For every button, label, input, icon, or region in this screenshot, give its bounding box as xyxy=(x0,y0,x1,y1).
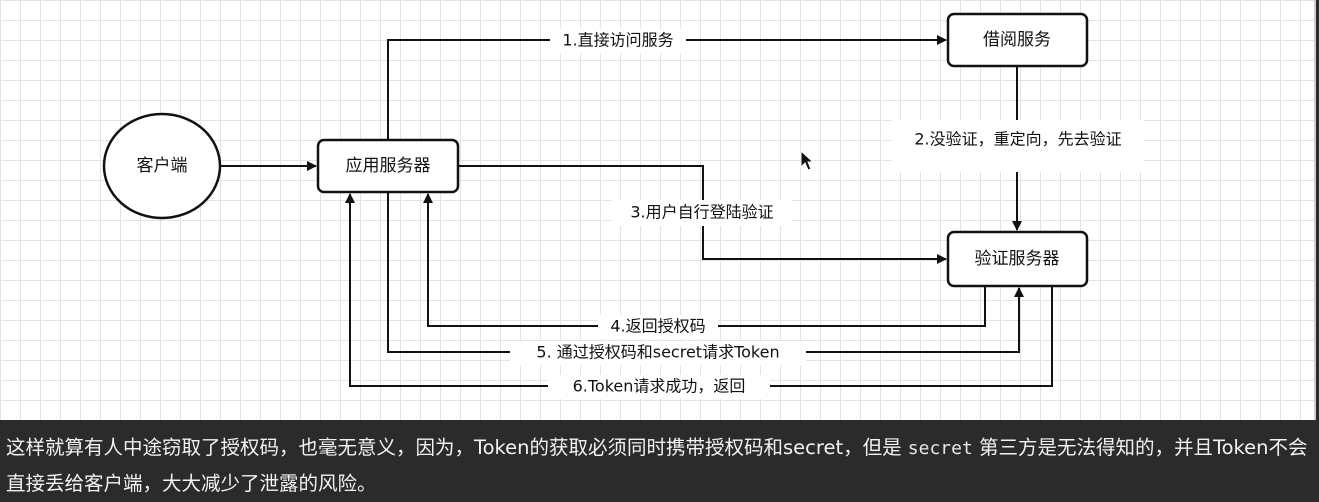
auth-server-label: 验证服务器 xyxy=(975,249,1060,269)
edge-3-label: 3.用户自行登陆验证 xyxy=(630,203,773,222)
edge-2-label: 2.没验证，重定向，先去验证 xyxy=(914,130,1121,149)
caption-text: 这样就算有人中途窃取了授权码，也毫无意义，因为，Token的获取必须同时携带授权… xyxy=(0,424,1319,502)
borrow-service-node: 借阅服务 xyxy=(946,12,1089,68)
edge-6-label-bg xyxy=(548,375,770,399)
app-server-label: 应用服务器 xyxy=(346,156,431,176)
edge-5-label-bg xyxy=(510,341,806,365)
edge-1-label-bg xyxy=(550,29,686,53)
edge-4-label-bg xyxy=(598,315,718,339)
edge-3-label-bg xyxy=(612,200,792,226)
edge-4-label: 4.返回授权码 xyxy=(610,317,705,336)
caption-code-secret: secret xyxy=(907,438,973,459)
caption-part-2: 第三方是无法得知的，并且Token不会直接丢给客户端，大大减少了泄露的风险。 xyxy=(6,436,1308,495)
edge-1-label: 1.直接访问服务 xyxy=(562,31,673,50)
edge-5-label: 5. 通过授权码和secret请求Token xyxy=(536,343,779,362)
client-label: 客户端 xyxy=(137,156,188,176)
diagram-canvas: 客户端 应用服务器 借阅服务 验证服务器 1.直接访问服务 2.没验证，重定向，… xyxy=(0,0,1316,420)
caption-part-1: 这样就算有人中途窃取了授权码，也毫无意义，因为，Token的获取必须同时携带授权… xyxy=(6,436,908,459)
edge-6-label: 6.Token请求成功，返回 xyxy=(573,377,746,396)
auth-server-node: 验证服务器 xyxy=(946,230,1089,288)
flow-diagram: 客户端 应用服务器 借阅服务 验证服务器 1.直接访问服务 2.没验证，重定向，… xyxy=(102,12,1144,399)
client-node: 客户端 xyxy=(102,112,222,220)
borrow-service-label: 借阅服务 xyxy=(983,30,1051,50)
edge-1-line xyxy=(387,35,947,140)
mouse-cursor-icon xyxy=(800,150,814,171)
app-server-node: 应用服务器 xyxy=(316,138,460,194)
edge-2-label-bg xyxy=(892,120,1144,172)
